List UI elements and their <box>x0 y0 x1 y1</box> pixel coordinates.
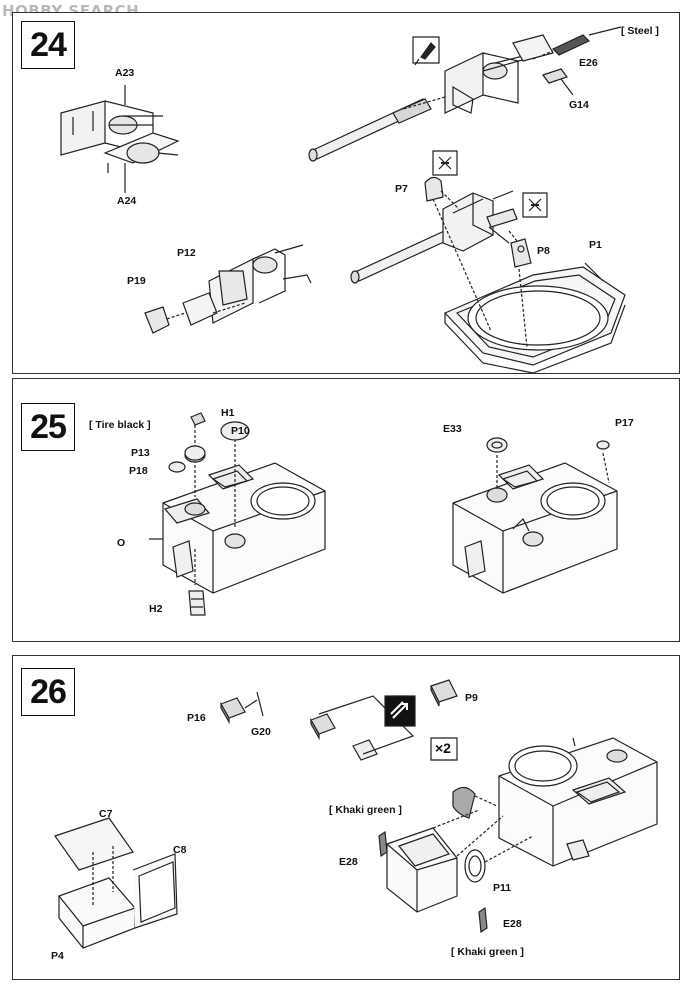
label-p10: P10 <box>231 425 250 437</box>
label-khaki-green: [ Khaki green ] <box>329 804 402 816</box>
label-p12: P12 <box>177 247 196 259</box>
breech-p12-p19 <box>145 245 311 333</box>
label-g14: G14 <box>569 99 589 111</box>
label-h2: H2 <box>149 603 163 615</box>
part-e28-top <box>379 832 387 856</box>
label-e28: E28 <box>339 856 358 868</box>
part-p18 <box>169 462 185 472</box>
label-steel: [ Steel ] <box>621 25 659 37</box>
label-p17: P17 <box>615 417 634 429</box>
option-arrow-icon <box>385 696 415 726</box>
label-p1: P1 <box>589 239 602 251</box>
label-c8: C8 <box>173 844 187 856</box>
label-p13: P13 <box>131 447 150 459</box>
part-p7 <box>425 177 443 201</box>
label-p8: P8 <box>537 245 550 257</box>
part-p11 <box>465 850 485 882</box>
label-p16: P16 <box>187 712 206 724</box>
step-25-drawing <box>13 379 679 641</box>
label-x2: ×2 <box>435 740 451 756</box>
part-p17 <box>597 441 609 449</box>
side-storage-box <box>387 828 457 912</box>
part-e28-bottom <box>479 908 487 932</box>
cradle-a23-a24 <box>61 101 178 173</box>
do-not-glue-icon <box>433 151 457 175</box>
label-h1: H1 <box>221 407 235 419</box>
label-p7: P7 <box>395 183 408 195</box>
label-e33: E33 <box>443 423 462 435</box>
turret-ring-p1 <box>445 267 625 373</box>
step-26-panel: 26 <box>12 655 680 980</box>
step-number: 26 <box>21 668 75 716</box>
turret-rear <box>499 738 657 866</box>
part-p8 <box>511 239 531 267</box>
label-a24: A24 <box>117 195 137 207</box>
step-number: 24 <box>21 21 75 69</box>
label-c7: C7 <box>99 808 113 820</box>
label-e28-b: E28 <box>503 918 522 930</box>
part-h1 <box>191 413 205 425</box>
label-o: O <box>117 537 126 549</box>
label-p19: P19 <box>127 275 146 287</box>
part-p10 <box>221 422 249 440</box>
do-not-glue-icon <box>523 193 547 217</box>
step-25-panel: 25 <box>12 378 680 642</box>
step-24-panel: 24 <box>12 12 680 374</box>
label-a23: A23 <box>115 67 135 79</box>
part-g20 <box>245 692 263 716</box>
part-g14 <box>543 69 567 83</box>
storage-box <box>55 818 177 948</box>
label-p18: P18 <box>129 465 148 477</box>
part-h2 <box>189 591 205 615</box>
label-g20: G20 <box>251 726 271 738</box>
step-24-drawing <box>13 13 679 373</box>
step-26-drawing <box>13 656 679 979</box>
gun-upper <box>309 35 553 161</box>
label-p4: P4 <box>51 950 64 962</box>
turret-right <box>453 463 617 593</box>
label-tire-black: [ Tire black ] <box>89 419 151 431</box>
part-e33 <box>487 438 507 452</box>
quantity-box <box>431 738 457 760</box>
label-p9: P9 <box>465 692 478 704</box>
turret-left <box>149 463 325 593</box>
gun-lower <box>351 191 517 283</box>
label-p11: P11 <box>493 882 512 894</box>
steel-rod-e26 <box>553 35 589 55</box>
label-e26: E26 <box>579 57 598 69</box>
part-cylinder <box>453 787 475 818</box>
label-khaki-green-b: [ Khaki green ] <box>451 946 524 958</box>
step-number: 25 <box>21 403 75 451</box>
